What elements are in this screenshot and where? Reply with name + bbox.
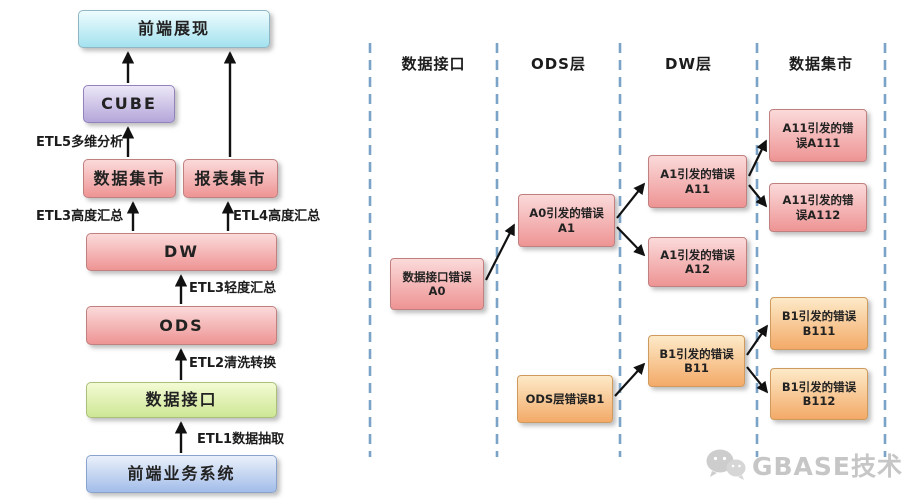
node-frontend-display: 前端展现 [78, 10, 270, 48]
node-cube: CUBE [83, 85, 175, 123]
arrow-b1-to-b11 [614, 362, 646, 397]
label-etl5-multidim: ETL5多维分析 [36, 135, 124, 150]
error-node-a1: A0引发的错误A1 [518, 194, 615, 247]
error-node-a11: A1引发的错误A11 [648, 155, 747, 208]
arrow-b11-to-b111 [746, 324, 768, 356]
error-node-b11: B1引发的错误B11 [648, 335, 745, 387]
arrow-a1-to-a12 [616, 226, 646, 257]
error-node-b111: B1引发的错误B111 [770, 297, 868, 350]
error-node-b1: ODS层错误B1 [517, 375, 613, 423]
node-frontend-business: 前端业务系统 [86, 455, 277, 493]
node-data-mart: 数据集市 [83, 159, 176, 198]
watermark-brand-text: GBASE技术 [751, 452, 903, 481]
label-etl3-light-summary: ETL3轻度汇总 [189, 281, 277, 296]
arrow-a11-to-a112 [748, 184, 768, 208]
error-node-b112: B1引发的错误B112 [770, 368, 868, 420]
node-dw: DW [86, 233, 277, 271]
arrow-a1-to-a11 [616, 182, 646, 219]
node-ods: ODS [86, 306, 277, 345]
arrow-a0-to-a1 [485, 223, 515, 281]
column-header-data-mart: 数据集市 [788, 54, 853, 73]
error-node-a12: A1引发的错误A12 [648, 237, 747, 287]
watermark: GBASE技术 [704, 446, 903, 484]
column-header-dw-layer: DW层 [665, 54, 712, 73]
label-etl3-high-summary: ETL3高度汇总 [36, 209, 124, 224]
node-data-interface: 数据接口 [86, 382, 277, 418]
column-header-ods-layer: ODS层 [530, 54, 586, 73]
error-node-a112: A11引发的错误A112 [769, 183, 867, 232]
column-header-data-interface: 数据接口 [401, 54, 466, 73]
label-etl4-high-summary: ETL4高度汇总 [233, 209, 321, 224]
error-node-a111: A11引发的错误A111 [769, 109, 867, 162]
label-etl2-cleansing: ETL2清洗转换 [189, 356, 277, 371]
arrow-b11-to-b112 [746, 366, 769, 394]
node-report-mart: 报表集市 [183, 159, 278, 198]
arrow-a11-to-a111 [748, 139, 767, 177]
wechat-icon [706, 449, 746, 480]
error-node-a0: 数据接口错误A0 [390, 258, 484, 310]
label-etl1-extract: ETL1数据抽取 [197, 432, 285, 447]
